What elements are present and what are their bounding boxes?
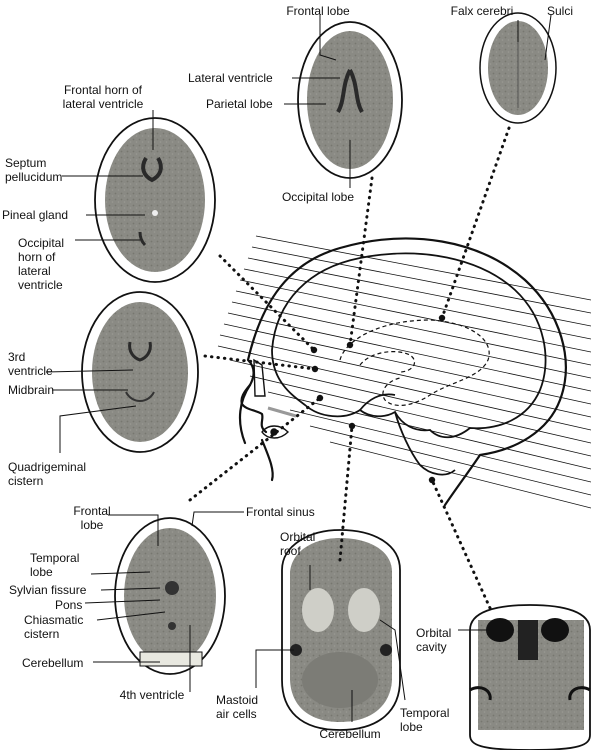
scan-orbital-cavity	[469, 604, 591, 751]
scan-high-vertex	[479, 12, 557, 124]
label-sulci: Sulci	[546, 4, 574, 18]
face-features	[253, 358, 297, 439]
lateral-brain-outline	[271, 252, 547, 476]
leader-lines	[45, 14, 552, 722]
label-parietal-lobe: Parietal lobe	[206, 97, 273, 111]
label-frontal-sinus: Frontal sinus	[246, 505, 315, 519]
label-chiasmatic-cistern: Chiasmatic cistern	[24, 613, 84, 641]
scan-lateral-ventricles	[94, 117, 216, 283]
label-falx-cerebri: Falx cerebri	[450, 4, 514, 18]
label-temporal-lobe-right: Temporal lobe	[400, 706, 450, 734]
label-orbital-roof: Orbital roof	[280, 530, 316, 558]
scan-orbital-roof	[281, 529, 401, 731]
label-sylvian-fissure: Sylvian fissure	[9, 583, 87, 597]
label-frontal-lobe-lower: Frontal lobe	[73, 504, 111, 532]
label-frontal-lobe-top: Frontal lobe	[286, 4, 350, 18]
label-orbital-cavity: Orbital cavity	[416, 626, 452, 654]
label-occipital-lobe: Occipital lobe	[281, 190, 355, 204]
label-mastoid-air-cells: Mastoid air cells	[216, 693, 259, 721]
lateral-head-outline	[238, 237, 567, 507]
plane-markers	[310, 314, 446, 484]
scan-pons	[114, 517, 226, 675]
dotted-connectors	[188, 126, 511, 610]
label-lateral-ventricle: Lateral ventricle	[188, 71, 273, 85]
label-quadrigeminal-cistern: Quadrigeminal cistern	[8, 460, 87, 488]
label-pineal-gland: Pineal gland	[2, 208, 69, 222]
label-occipital-horn: Occipital horn of lateral ventricle	[18, 236, 65, 292]
label-third-ventricle: 3rd ventricle	[8, 350, 53, 378]
label-midbrain: Midbrain	[8, 383, 55, 397]
label-frontal-horn: Frontal horn of lateral ventricle	[62, 83, 144, 111]
label-fourth-ventricle: 4th ventricle	[119, 688, 185, 702]
lateral-ventricle-outline	[339, 319, 490, 407]
label-temporal-lobe-left: Temporal lobe	[30, 551, 80, 579]
label-pons: Pons	[55, 598, 83, 612]
scan-parietal	[297, 21, 403, 179]
label-septum-pellucidum: Septum pellucidum	[5, 156, 63, 184]
scan-midbrain	[81, 291, 199, 453]
label-cerebellum-left: Cerebellum	[22, 656, 84, 670]
label-cerebellum-mid: Cerebellum	[319, 727, 381, 741]
